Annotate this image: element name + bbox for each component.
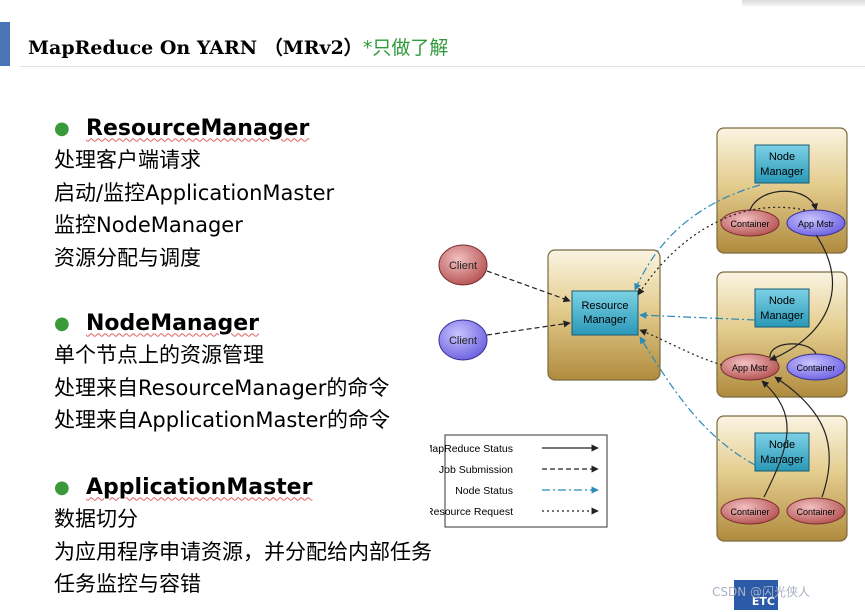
title-accent-bar [0,22,10,66]
resource-manager-box: Resource Manager [547,249,661,381]
section-heading: ApplicationMaster [86,474,313,500]
node-status-arrow [639,336,756,466]
section-line: 处理来自ApplicationMaster的命令 [54,408,391,432]
section-application-master: ● ApplicationMaster 数据切分 为应用程序申请资源，并分配给内部… [54,471,432,601]
legend-label: MapReduce Status [430,443,513,455]
resource-request-arrow [637,206,806,296]
title-divider [20,66,865,67]
nm-label-1: Node [769,439,795,451]
legend-label: Job Submission [439,464,513,476]
section-line: 单个节点上的资源管理 [54,343,264,367]
section-line: 处理客户端请求 [54,148,201,172]
app-master-label: App Mstr [798,219,834,229]
node-manager-box-2: Node Manager App Mstr Container [716,271,848,398]
etc-logo: ETC [734,580,778,610]
client-node-2: Client [438,319,488,361]
bullet-icon: ● [54,312,70,334]
nm-label-2: Manager [760,166,804,178]
diagram-legend: MapReduce Status Job Submission Node Sta… [430,434,608,528]
section-line: 启动/监控ApplicationMaster [54,180,335,205]
legend-label: Node Status [455,485,513,497]
mapreduce-status-arrow [761,380,788,498]
mapreduce-status-arrow [749,190,818,211]
corner-decoration [742,0,865,6]
mapreduce-status-arrow [769,234,834,361]
nm-label-1: Node [769,151,795,163]
container-label: Container [796,507,835,517]
rm-label-1: Resource [581,300,628,312]
mapreduce-status-arrow [774,376,830,498]
section-node-manager: ● NodeManager 单个节点上的资源管理 处理来自ResourceMana… [54,307,390,437]
slide-title: MapReduce On YARN （MRv2）*只做了解 [28,33,448,60]
container-label: Container [730,507,769,517]
mapreduce-status-arrow [769,343,817,358]
section-line: 为应用程序申请资源，并分配给内部任务 [54,539,432,564]
section-line: 任务监控与容错 [54,572,201,596]
bullet-icon: ● [54,117,70,139]
nm-label-2: Manager [760,454,804,466]
yarn-architecture-diagram: Resource Manager Client Client Node Mana… [430,127,848,542]
section-line: 监控NodeManager [54,213,243,237]
job-submission-arrow [486,320,571,336]
section-line: 处理来自ResourceManager的命令 [54,375,390,400]
title-main: MapReduce On YARN （MRv2） [28,37,363,59]
job-submission-arrow [486,270,571,303]
container-label: Container [796,363,835,373]
app-master-label: App Mstr [732,363,768,373]
rm-label-2: Manager [583,314,627,326]
title-note: *只做了解 [362,37,449,59]
node-manager-box-1: Node Manager Container App Mstr [716,127,848,254]
node-manager-box-3: Node Manager Container Container [716,415,848,542]
bullet-icon: ● [54,476,70,498]
resource-request-arrow [639,329,723,366]
section-heading: ResourceManager [86,115,310,141]
container-label: Container [730,219,769,229]
section-line: 资源分配与调度 [54,245,201,270]
nm-label-1: Node [769,295,795,307]
legend-label: Resource Request [430,506,513,518]
node-status-arrow [634,184,761,291]
section-resource-manager: ● ResourceManager 处理客户端请求 启动/监控Applicatio… [54,112,334,274]
client-label: Client [449,260,477,272]
section-line: 数据切分 [54,507,138,531]
node-status-arrow [639,311,756,321]
client-label: Client [449,335,477,347]
watermark-credit: CSDN @闪光侠人 [712,585,811,599]
section-heading: NodeManager [86,310,259,336]
client-node-1: Client [438,244,488,286]
nm-label-2: Manager [760,310,804,322]
